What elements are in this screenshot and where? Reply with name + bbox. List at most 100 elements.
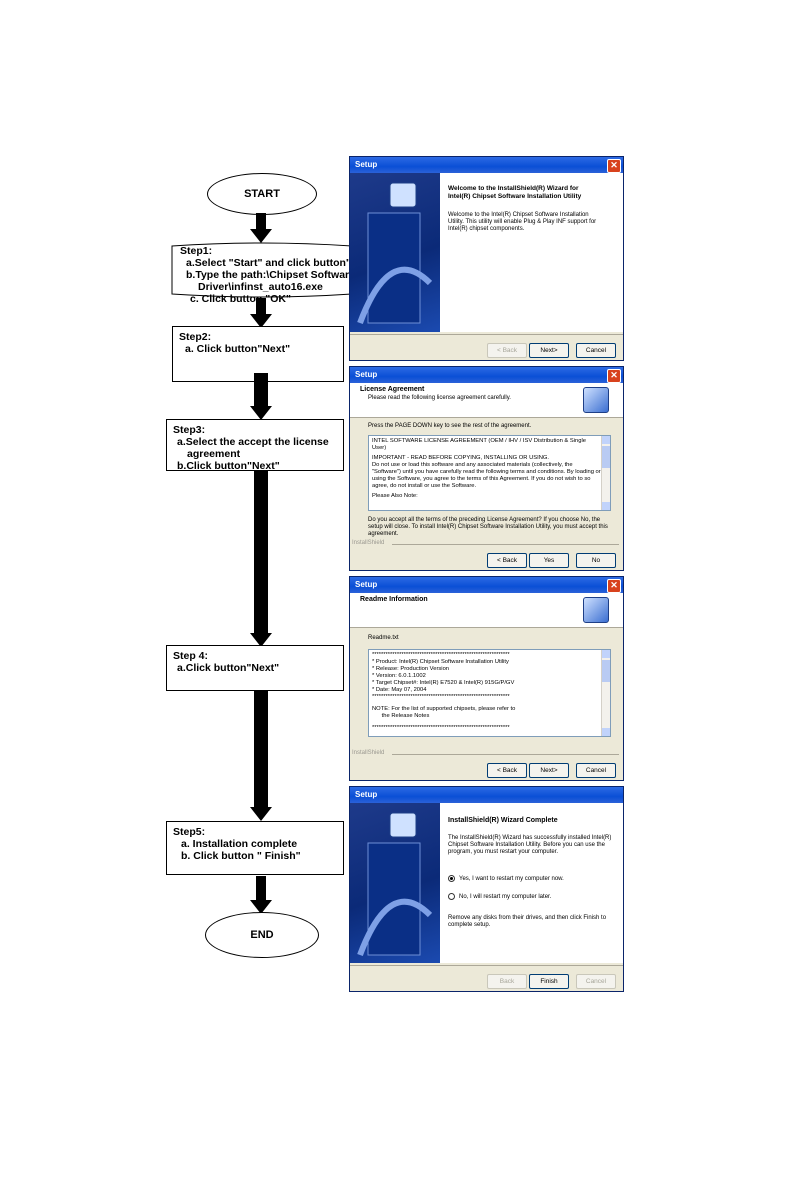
readme-header	[350, 593, 623, 628]
restart-now-option[interactable]: Yes, I want to restart my computer now.	[448, 875, 564, 884]
step4-title: Step 4:	[173, 650, 209, 662]
installer-graphic	[357, 182, 433, 325]
arrow-step5-end	[250, 876, 272, 914]
readme-line: * Target Chipset#: Intel(R) E7520 & Inte…	[372, 680, 515, 686]
close-icon[interactable]: ✕	[607, 579, 621, 593]
arrow-step1-step2	[250, 298, 272, 328]
step2-line-a: a. Click button"Next"	[185, 343, 291, 355]
license-line: using the Software, you agree to the ter…	[372, 476, 591, 482]
finish-button[interactable]: Finish	[529, 974, 569, 989]
step5-line-b: b. Click button " Finish"	[181, 850, 301, 862]
end-terminal: END	[205, 912, 319, 958]
complete-heading: InstallShield(R) Wizard Complete	[448, 817, 558, 824]
installshield-brand: InstallShield	[352, 750, 385, 756]
yes-button[interactable]: Yes	[529, 553, 569, 568]
license-line: User)	[372, 445, 387, 451]
welcome-dialog: Setup ✕ Welcome to the InstallShield(R) …	[349, 156, 624, 361]
setup-icon	[583, 387, 609, 413]
welcome-heading-1: Welcome to the InstallShield(R) Wizard f…	[448, 185, 579, 192]
readme-title: Setup	[355, 580, 378, 589]
step4-line-a: a.Click button"Next"	[177, 662, 280, 674]
welcome-title: Setup	[355, 160, 378, 169]
radio-unselected-icon[interactable]	[448, 893, 455, 900]
cancel-button[interactable]: Cancel	[576, 974, 616, 989]
complete-titlebar[interactable]: Setup	[350, 787, 623, 803]
readme-divider	[392, 754, 619, 755]
complete-body-1: The InstallShield(R) Wizard has successf…	[448, 835, 612, 841]
radio-selected-icon[interactable]	[448, 875, 455, 882]
step1-line-b2: Driver\infinst_auto16.exe	[198, 281, 323, 293]
arrow-start-step1	[250, 213, 272, 243]
readme-line: ****************************************…	[372, 725, 510, 731]
readme-titlebar[interactable]: Setup ✕	[350, 577, 623, 593]
welcome-side-graphic	[350, 173, 440, 332]
readme-line: ****************************************…	[372, 652, 510, 658]
license-header	[350, 383, 623, 418]
back-button[interactable]: < Back	[487, 763, 527, 778]
readme-text-area[interactable]: ****************************************…	[368, 649, 611, 737]
step1-line-a: a.Select "Start" and click button"Run".	[186, 257, 380, 269]
complete-footer-1: Remove any disks from their drives, and …	[448, 915, 607, 921]
cancel-button[interactable]: Cancel	[576, 343, 616, 358]
welcome-content	[440, 173, 623, 332]
readme-line: the Release Notes	[372, 713, 430, 719]
restart-later-option[interactable]: No, I will restart my computer later.	[448, 893, 551, 902]
readme-line: * Release: Production Version	[372, 666, 450, 672]
welcome-titlebar[interactable]: Setup ✕	[350, 157, 623, 173]
step3-title: Step3:	[173, 424, 206, 436]
complete-side-graphic	[350, 803, 440, 963]
step1-box: Step1: a.Select "Start" and click button…	[176, 243, 380, 305]
step2-box: Step2: a. Click button"Next"	[172, 326, 344, 382]
next-button[interactable]: Next>	[529, 343, 569, 358]
welcome-body-3: Intel(R) chipset components.	[448, 226, 525, 232]
back-button[interactable]: < Back	[487, 343, 527, 358]
step1-title: Step1:	[180, 245, 213, 257]
close-icon[interactable]: ✕	[607, 369, 621, 383]
license-question-3: agreement.	[368, 531, 399, 537]
welcome-divider	[350, 334, 623, 335]
start-label: START	[244, 188, 280, 200]
complete-divider	[350, 965, 623, 966]
installshield-brand: InstallShield	[352, 540, 385, 546]
readme-scrollbar[interactable]	[601, 650, 610, 736]
license-dialog: Setup ✕ License Agreement Please read th…	[349, 366, 624, 571]
back-button[interactable]: < Back	[487, 553, 527, 568]
license-line: Do not use or load this software and any…	[372, 462, 573, 468]
license-line: "Software") until you have carefully rea…	[372, 469, 601, 475]
license-question-1: Do you accept all the terms of the prece…	[368, 517, 601, 523]
readme-line: * Product: Intel(R) Chipset Software Ins…	[372, 659, 509, 665]
readme-line: NOTE: For the list of supported chipsets…	[372, 706, 516, 712]
license-line: Please Also Note:	[372, 493, 418, 499]
restart-now-label: Yes, I want to restart my computer now.	[459, 876, 564, 883]
restart-later-label: No, I will restart my computer later.	[459, 894, 552, 901]
license-titlebar[interactable]: Setup ✕	[350, 367, 623, 383]
step2-title: Step2:	[179, 331, 212, 343]
complete-body-2: Chipset Software Installation Utility. B…	[448, 842, 605, 848]
no-button[interactable]: No	[576, 553, 616, 568]
arrow-step4-step5	[249, 691, 273, 821]
step1-line-b: b.Type the path:\Chipset Software\INF	[186, 269, 375, 281]
license-line: INTEL SOFTWARE LICENSE AGREEMENT (OEM / …	[372, 438, 587, 444]
setup-icon	[583, 597, 609, 623]
license-scrollbar[interactable]	[601, 436, 610, 510]
welcome-body-1: Welcome to the Intel(R) Chipset Software…	[448, 212, 589, 218]
start-terminal: START	[207, 173, 317, 215]
license-heading: License Agreement	[360, 386, 425, 393]
complete-body-3: program, you must restart your computer.	[448, 849, 559, 855]
license-text-area[interactable]: INTEL SOFTWARE LICENSE AGREEMENT (OEM / …	[368, 435, 611, 511]
arrow-step3-step4	[249, 471, 273, 647]
readme-line: ****************************************…	[372, 694, 510, 700]
next-button[interactable]: Next>	[529, 763, 569, 778]
close-icon[interactable]: ✕	[607, 159, 621, 173]
complete-footer-2: complete setup.	[448, 922, 491, 928]
cancel-button[interactable]: Cancel	[576, 763, 616, 778]
back-button[interactable]: Back	[487, 974, 527, 989]
step3-box: Step3: a.Select the accept the license a…	[166, 419, 344, 472]
step5-box: Step5: a. Installation complete b. Click…	[166, 821, 344, 875]
step3-line-a: a.Select the accept the license	[177, 436, 329, 448]
complete-dialog: Setup InstallShield(R) Wizard Complete T…	[349, 786, 624, 992]
complete-content	[440, 803, 623, 963]
license-question-2: setup will close. To install Intel(R) Ch…	[368, 524, 608, 530]
license-line: agree, do not install or use the Softwar…	[372, 483, 477, 489]
step5-line-a: a. Installation complete	[181, 838, 298, 850]
